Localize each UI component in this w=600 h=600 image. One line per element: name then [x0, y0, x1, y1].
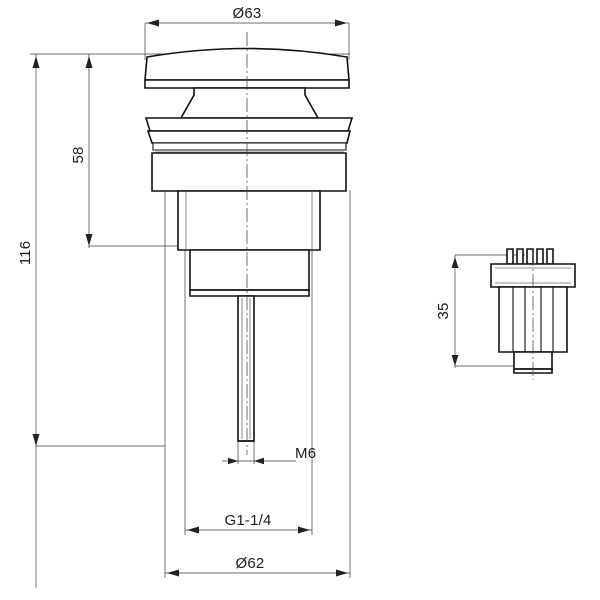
dim-label-35: 35 — [435, 302, 452, 319]
seal-ring-upper — [144, 117, 354, 132]
dim-label-dia63: Ø63 — [233, 5, 262, 22]
detail-prong-3 — [526, 248, 534, 265]
dim-label-116: 116 — [17, 241, 34, 266]
flange-body — [151, 152, 347, 192]
arrow-m6-right — [254, 457, 264, 465]
dimension-network — [30, 19, 525, 588]
detail-prong-5 — [546, 248, 554, 265]
cap-neck-taper — [179, 87, 320, 119]
arrow-g114-left — [187, 526, 199, 534]
detail-view — [490, 248, 576, 380]
threaded-body — [177, 190, 321, 251]
arrow-35-top — [451, 257, 459, 268]
detail-spigot-base — [513, 368, 553, 374]
lower-collar — [189, 249, 310, 291]
arrow-m6-left — [228, 457, 238, 465]
dim-label-m6: M6 — [295, 445, 316, 462]
arrow-dia62-right — [336, 569, 348, 577]
detail-prong-1 — [506, 248, 514, 265]
arrow-116-bottom — [32, 434, 40, 446]
dim-label-dia62: Ø62 — [236, 555, 265, 572]
gasket-band — [152, 142, 347, 151]
dim-label-58: 58 — [70, 146, 87, 163]
detail-prong-2 — [516, 248, 524, 265]
arrow-58-bottom — [85, 234, 93, 246]
front-elevation-view — [144, 32, 354, 455]
arrow-dia62-left — [167, 569, 179, 577]
detail-prong-4 — [536, 248, 544, 265]
arrow-g114-right — [298, 526, 310, 534]
collar-base-plate — [189, 289, 310, 297]
arrow-dia63-right — [335, 19, 347, 27]
arrow-dia63-left — [147, 19, 159, 27]
threaded-stem — [237, 295, 255, 442]
seal-ring-lower — [146, 130, 352, 144]
arrow-35-bottom — [451, 355, 459, 366]
arrow-58-top — [85, 56, 93, 68]
arrow-116-top — [32, 56, 40, 68]
dim-label-g114: G1-1/4 — [224, 512, 271, 529]
